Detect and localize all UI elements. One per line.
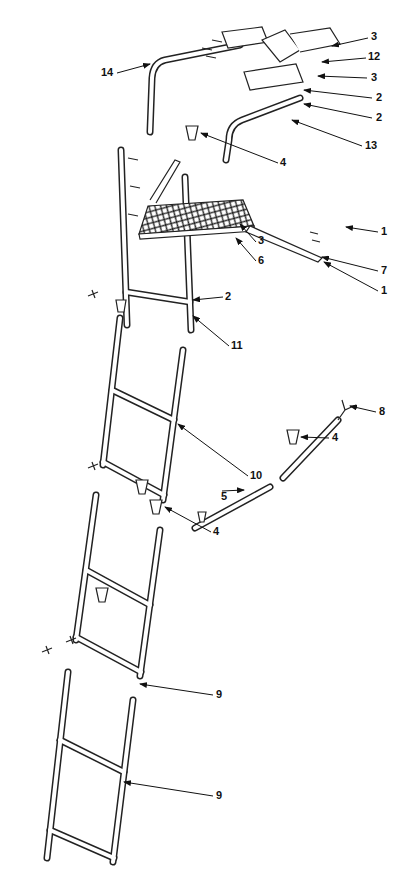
callout-number: 6 — [258, 254, 264, 266]
callout-number: 7 — [381, 264, 387, 276]
callout-number: 2 — [376, 91, 382, 103]
callout-number: 13 — [365, 139, 377, 151]
callout-number: 4 — [213, 525, 219, 537]
callout-number: 3 — [371, 71, 377, 83]
callout-number: 1 — [381, 284, 387, 296]
callout-number: 4 — [280, 156, 286, 168]
callout-number: 1 — [381, 225, 387, 237]
callout-number: 9 — [216, 688, 222, 700]
callout-number: 2 — [376, 111, 382, 123]
callout-number: 5 — [221, 490, 227, 502]
callout-number: 3 — [371, 30, 377, 42]
leader-lines — [117, 38, 378, 796]
callout-number: 2 — [225, 290, 231, 302]
callout-number: 8 — [379, 405, 385, 417]
callout-number: 3 — [258, 234, 264, 246]
callout-number: 12 — [368, 50, 380, 62]
callout-number: 11 — [231, 339, 243, 351]
callout-number: 14 — [101, 66, 113, 78]
callout-number: 4 — [332, 431, 338, 443]
callout-number: 10 — [250, 469, 262, 481]
callout-number: 9 — [216, 789, 222, 801]
